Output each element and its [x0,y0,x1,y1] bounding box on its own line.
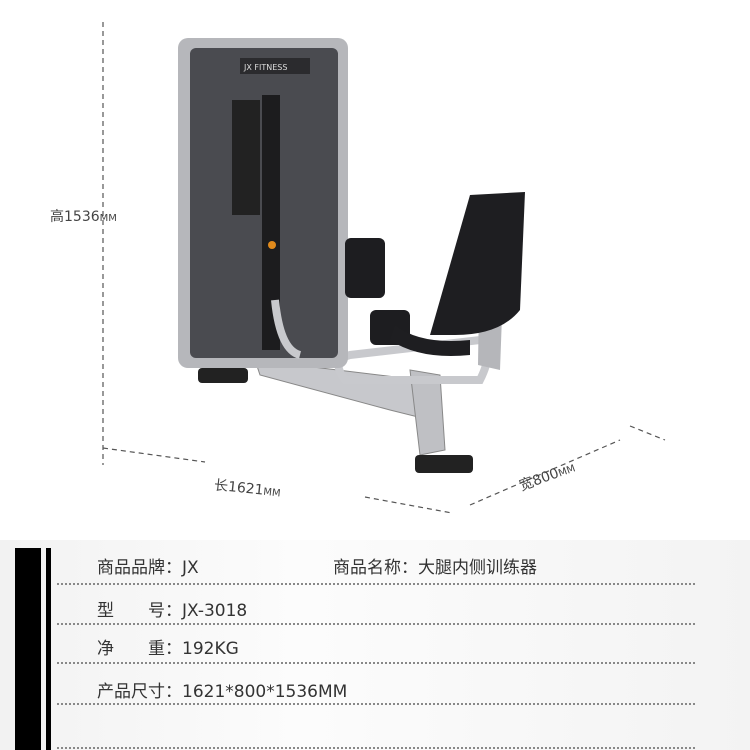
size-row: 产品尺寸：1621*800*1536MM [97,682,348,702]
divider [57,747,695,749]
divider [57,703,695,705]
dimension-lines [102,22,666,514]
brand-row: 商品品牌：JX [97,558,199,578]
weight-row: 净 重：192KG [97,639,239,659]
machine-illustration [178,38,525,473]
name-row: 商品名称：大腿内侧训练器 [333,558,537,578]
accent-bar [15,548,41,750]
divider [57,662,695,664]
model-row: 型 号：JX-3018 [97,601,248,621]
spec-panel: 商品品牌：JX 商品名称：大腿内侧训练器 型 号：JX-3018 净 重：192… [0,540,750,750]
height-dimension: 高1536MM [50,209,117,225]
accent-bar-thin [46,548,51,750]
brand-logo: JX FITNESS [244,63,288,72]
divider [57,623,695,625]
divider [57,583,695,585]
